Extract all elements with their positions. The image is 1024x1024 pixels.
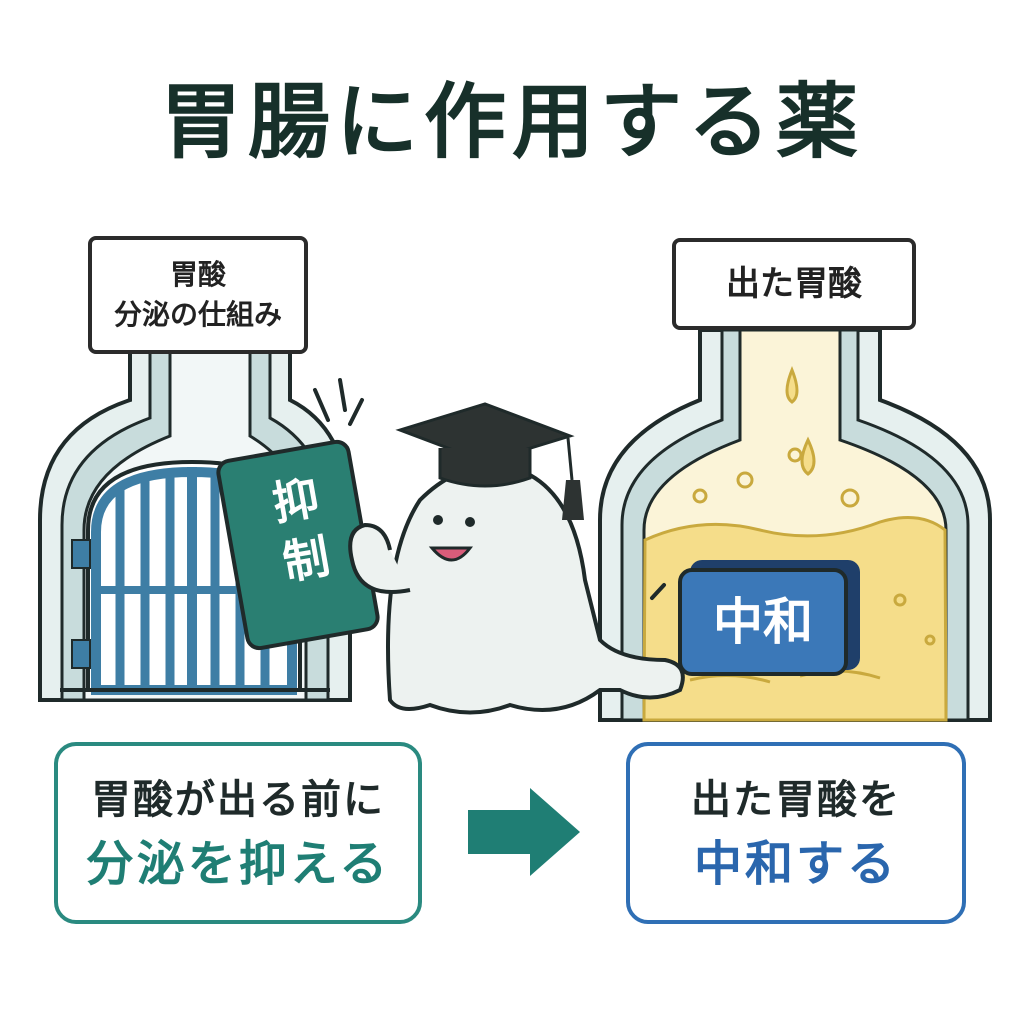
suppress-card-line1: 胃酸が出る前に [91, 777, 385, 823]
ghost-mascot [313, 378, 685, 715]
arrow-right-icon [468, 788, 580, 876]
suppress-card: 胃酸が出る前に 分泌を抑える [54, 742, 422, 924]
neutralize-card: 出た胃酸を 中和する [626, 742, 966, 924]
neutralize-block [678, 560, 860, 676]
acid-secretion-label: 胃酸 分泌の仕組み [88, 236, 308, 354]
neutralize-block-text: 中和 [713, 593, 813, 651]
suppress-sign-text: 抑 制 [236, 461, 365, 598]
suppress-card-line2: 分泌を抑える [85, 836, 391, 892]
acid-label-line1: 胃酸 [169, 258, 226, 291]
acid-label-line2: 分泌の仕組み [113, 298, 282, 331]
graduation-cap-icon [395, 402, 584, 520]
released-acid-label: 出た胃酸 [672, 238, 916, 330]
neutralize-card-line1: 出た胃酸を [691, 777, 901, 823]
neutralize-card-line2: 中和する [693, 836, 898, 892]
released-acid-label-text: 出た胃酸 [726, 264, 862, 304]
page-title: 胃腸に作用する薬 [159, 75, 864, 170]
